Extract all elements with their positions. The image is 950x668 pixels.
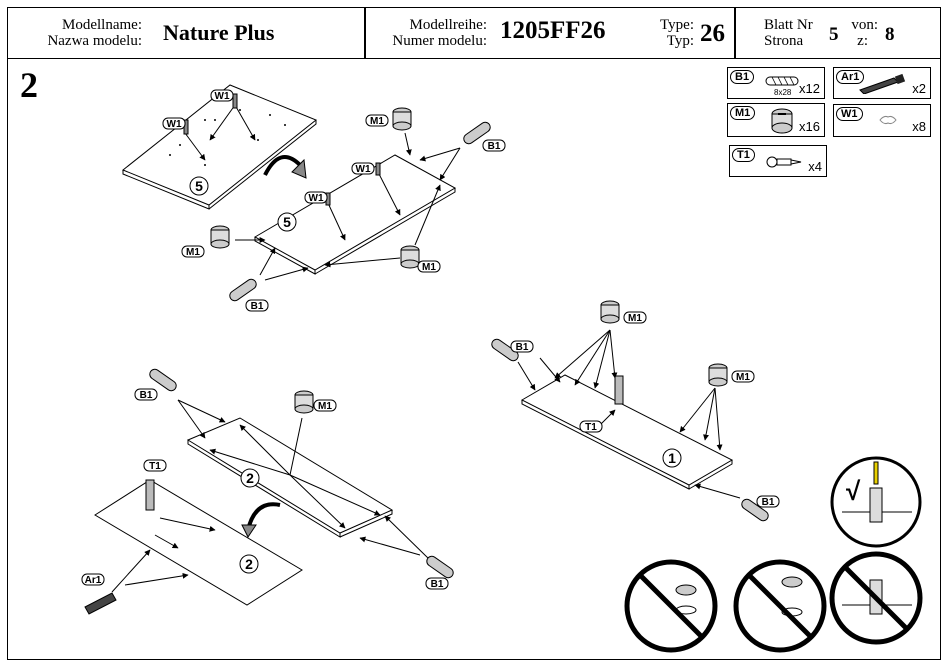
cam-lock-icon [294, 390, 314, 414]
callout-labels: W1 W1 M1 B1 W1 W1 M1 M1 B1 M1 B1 M1 B1 M… [81, 89, 780, 590]
cam-lock-icon [708, 363, 728, 387]
svg-text:T1: T1 [149, 461, 161, 472]
curved-arrow-icon [263, 155, 302, 176]
panel-number-2: 2 [246, 470, 254, 486]
dowel-icon [229, 278, 257, 302]
panel-middle-right: 1 [517, 329, 741, 499]
sheet-label-de: Blatt Nr [764, 17, 813, 33]
panel-middle-left: 2 [177, 399, 431, 561]
dowel-icon [463, 121, 491, 145]
svg-text:M1: M1 [736, 372, 750, 383]
cam-lock-icon [771, 108, 793, 134]
incorrect-usage-diagram [829, 551, 923, 645]
part-box-b1: B1 8x28 x12 [727, 67, 825, 99]
cam-lock-icon [600, 300, 620, 324]
svg-text:B1: B1 [140, 390, 153, 401]
dowel-icon [741, 498, 769, 522]
part-box-m1: M1 x16 [727, 103, 825, 137]
incorrect-usage-diagram [624, 559, 718, 653]
series-label-pl: Numer modelu: [392, 33, 487, 49]
part-box-ar1: Ar1 x2 [833, 67, 931, 99]
svg-text:B1: B1 [431, 579, 444, 590]
cam-lock-icon [400, 245, 420, 269]
correct-usage-diagram: √ [830, 456, 922, 548]
glue-stick-icon [859, 73, 906, 94]
svg-text:Ar1: Ar1 [85, 575, 102, 586]
part-code: Ar1 [836, 70, 865, 84]
part-box-t1: T1 x4 [729, 145, 827, 177]
svg-text:B1: B1 [516, 342, 529, 353]
model-name-label-de: Modellname: [62, 17, 142, 33]
part-size: 8x28 [774, 88, 792, 97]
part-code: W1 [836, 107, 863, 121]
shelf-pin-icon [879, 115, 897, 125]
svg-text:W1: W1 [356, 164, 371, 175]
svg-text:B1: B1 [762, 497, 775, 508]
panel-bottom-left: 2 [84, 479, 303, 615]
part-qty: x12 [799, 81, 820, 96]
header-divider [734, 7, 736, 59]
svg-text:W1: W1 [167, 119, 182, 130]
panel-number-5: 5 [283, 214, 291, 230]
dowel-icon [491, 338, 519, 362]
sheet-value: 5 [829, 24, 839, 45]
dowel-icon [149, 368, 177, 392]
model-name-label-pl: Nazwa modelu: [47, 33, 142, 49]
svg-text:B1: B1 [488, 141, 501, 152]
panel-number-5: 5 [195, 178, 203, 194]
type-label-de: Type: [660, 17, 694, 33]
svg-text:M1: M1 [318, 401, 332, 412]
part-qty: x8 [912, 119, 926, 134]
part-qty: x2 [912, 81, 926, 96]
header-bar [7, 7, 941, 59]
part-code: M1 [730, 106, 756, 120]
cam-lock-icon [210, 225, 230, 249]
type-value: 26 [700, 20, 725, 47]
series-label-de: Modellreihe: [409, 17, 487, 33]
cam-bolt-icon [766, 156, 802, 168]
panel-top-right: 5 [235, 132, 461, 281]
model-name: Nature Plus [163, 20, 275, 45]
svg-text:M1: M1 [628, 313, 642, 324]
svg-text:T1: T1 [585, 422, 597, 433]
incorrect-usage-diagram [733, 559, 827, 653]
cam-lock-icon [392, 107, 412, 131]
dowel-icon [426, 555, 454, 579]
dowel-icon [765, 76, 799, 86]
svg-text:B1: B1 [251, 301, 264, 312]
of-label-de: von: [851, 17, 878, 33]
of-value: 8 [885, 24, 895, 45]
svg-text:M1: M1 [422, 262, 436, 273]
svg-text:M1: M1 [186, 247, 200, 258]
page-frame [7, 7, 941, 660]
sheet-label-pl: Strona [764, 33, 804, 49]
panel-number-2: 2 [245, 556, 253, 572]
part-code: B1 [730, 70, 755, 84]
series-number: 1205FF26 [500, 17, 606, 44]
part-code: T1 [732, 148, 755, 162]
panel-top-left: 5 [122, 84, 317, 210]
svg-text:M1: M1 [370, 116, 384, 127]
part-qty: x16 [799, 119, 820, 134]
of-label-pl: z: [857, 33, 868, 49]
checkmark: √ [846, 476, 861, 506]
svg-text:W1: W1 [309, 193, 324, 204]
header-divider [364, 7, 366, 59]
type-label-pl: Typ: [666, 33, 694, 49]
svg-text:W1: W1 [215, 91, 230, 102]
part-qty: x4 [808, 159, 822, 174]
step-number: 2 [20, 65, 38, 105]
part-box-w1: W1 x8 [833, 104, 931, 137]
glue-stick-icon [84, 592, 117, 615]
panel-number-1: 1 [668, 450, 676, 466]
